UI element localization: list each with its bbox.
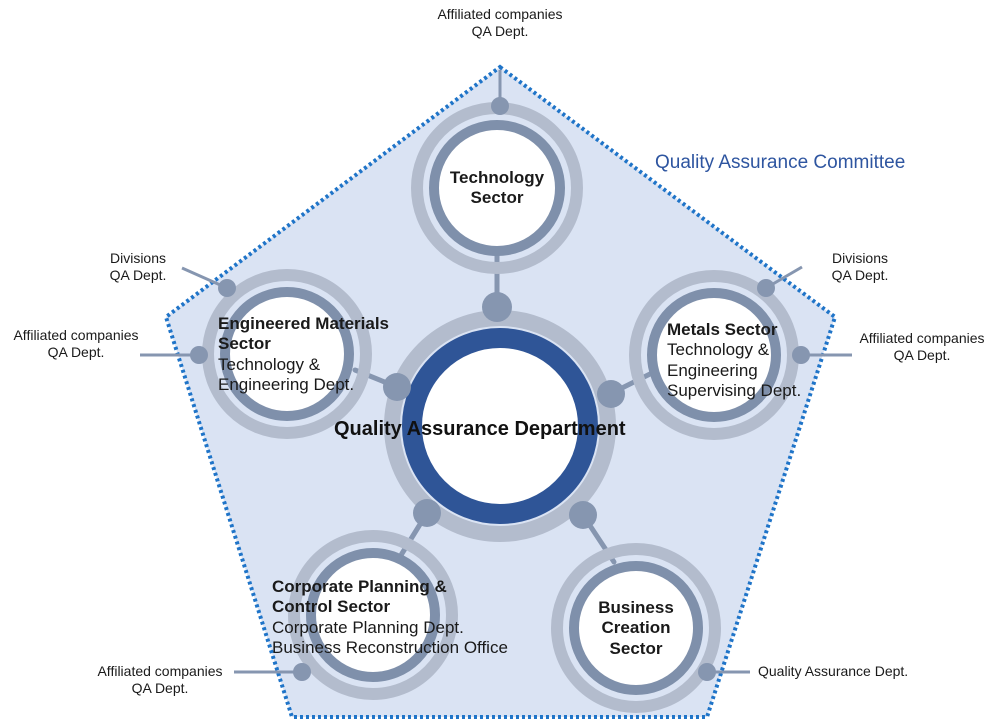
knob-top [491,97,509,115]
metals-sub-2: Engineering [667,360,758,380]
center-label: Quality Assurance Department [334,418,626,440]
ext-right-affiliated-line-1: Affiliated companies [859,330,985,346]
knob-left-affiliated [190,346,208,364]
ext-left-affiliated-line-1: Affiliated companies [13,327,139,343]
technology-sector-label: Technology Sector [437,168,557,209]
business-title-1: Business [598,598,674,617]
business-title-2: Creation [601,618,671,638]
engineered-title-1: Engineered Materials [218,314,390,333]
knob-bottom-right [698,663,716,681]
corporate-sub-1: Corporate Planning Dept. [272,617,464,637]
ext-top-line-2: QA Dept. [471,22,529,39]
metals-title-1: Metals Sector [667,320,778,339]
corporate-node [288,530,458,700]
knob-bottom-left [293,663,311,681]
engineered-sector-label: Engineered Materials Sector Technology &… [218,314,389,396]
metals-sector-label: Metals Sector Technology & Engineering S… [667,320,801,402]
knob-right-affiliated [792,346,810,364]
engineered-sub-1: Technology & [218,354,321,374]
knob-technology [482,292,512,322]
ext-right-divisions-line-1: Divisions [831,250,888,266]
engineered-sub-2: Engineering Dept. [218,375,355,395]
knob-engineered [383,373,411,401]
ext-bottom-right-line-1: Quality Assurance Dept. [758,663,909,679]
business-title-3: Sector [609,638,663,658]
ext-bottom-right-label: Quality Assurance Dept. [758,663,908,680]
ext-left-divisions-line-2: QA Dept. [109,266,167,283]
committee-label: Quality Assurance Committee [655,152,906,173]
knob-corporate [413,499,441,527]
corporate-sector-label: Corporate Planning & Control Sector Corp… [272,577,508,659]
knob-left-divisions [218,279,236,297]
ext-left-divisions-line-1: Divisions [109,250,166,266]
ext-right-divisions-line-2: QA Dept. [831,266,889,283]
knob-right-divisions [757,279,775,297]
engineered-node [202,269,372,439]
ext-right-affiliated-line-2: QA Dept. [893,346,951,363]
ext-bottom-left-label: Affiliated companies QA Dept. [90,663,230,697]
corporate-title-2: Control Sector [272,597,391,617]
ext-left-affiliated-label: Affiliated companies QA Dept. [6,327,146,361]
technology-title-2: Sector [470,188,524,208]
knob-metals [597,380,625,408]
metals-sub-1: Technology & [667,340,770,360]
engineered-title-2: Sector [218,334,271,354]
ext-bottom-left-line-2: QA Dept. [131,679,189,696]
corporate-sub-2: Business Reconstruction Office [272,638,508,658]
business-node [551,543,721,713]
metals-sub-3: Supervising Dept. [667,381,802,401]
ext-left-divisions-label: Divisions QA Dept. [98,250,178,284]
ext-right-affiliated-label: Affiliated companies QA Dept. [852,330,992,364]
corporate-title-1: Corporate Planning & [272,577,447,596]
knob-business [569,501,597,529]
connector-knobs [190,97,810,681]
ext-top-label: Affiliated companies QA Dept. [430,6,570,40]
technology-node [411,102,583,274]
ext-right-divisions-label: Divisions QA Dept. [820,250,900,284]
ext-top-line-1: Affiliated companies [437,6,563,22]
ext-left-affiliated-line-2: QA Dept. [47,343,105,360]
ext-bottom-left-line-1: Affiliated companies [97,663,223,679]
technology-title-1: Technology [449,168,545,187]
business-sector-label: Business Creation Sector [576,598,696,659]
